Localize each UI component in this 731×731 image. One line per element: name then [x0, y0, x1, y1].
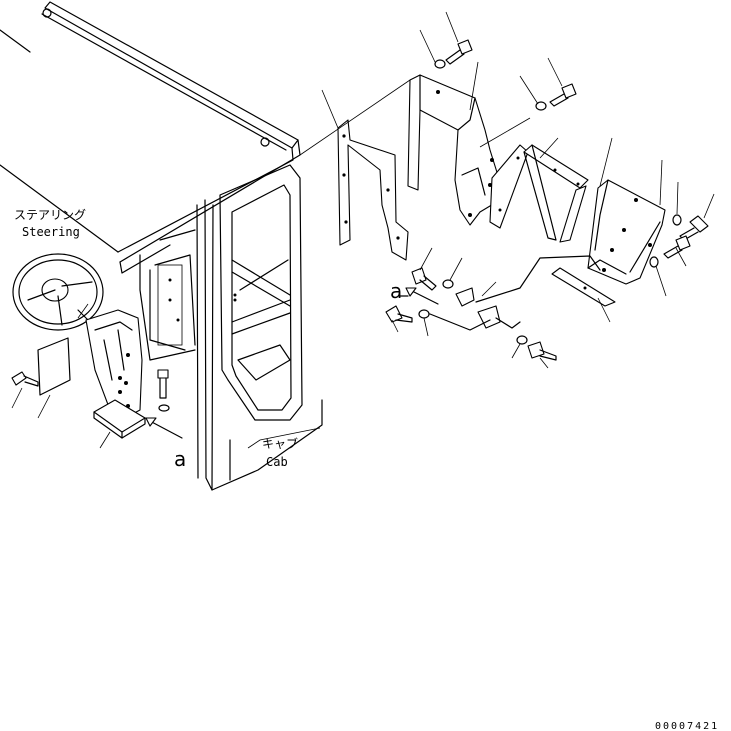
figure-code: 00007421	[655, 721, 719, 731]
view-mark-a-right: a	[390, 279, 402, 303]
steering-label-jp: ステアリング	[14, 208, 86, 222]
exploded-parts	[299, 39, 709, 361]
cab-label-jp: キャブ	[262, 436, 298, 451]
steering-wheel	[12, 253, 104, 331]
steering-label-en: Steering	[22, 225, 80, 239]
view-mark-a-left: a	[174, 447, 186, 471]
steering-leaders	[11, 303, 111, 449]
cab-frame	[0, 1, 323, 491]
steering-column	[11, 309, 183, 439]
leader-lines	[321, 11, 715, 369]
cab-label-en: Cab	[266, 455, 288, 469]
